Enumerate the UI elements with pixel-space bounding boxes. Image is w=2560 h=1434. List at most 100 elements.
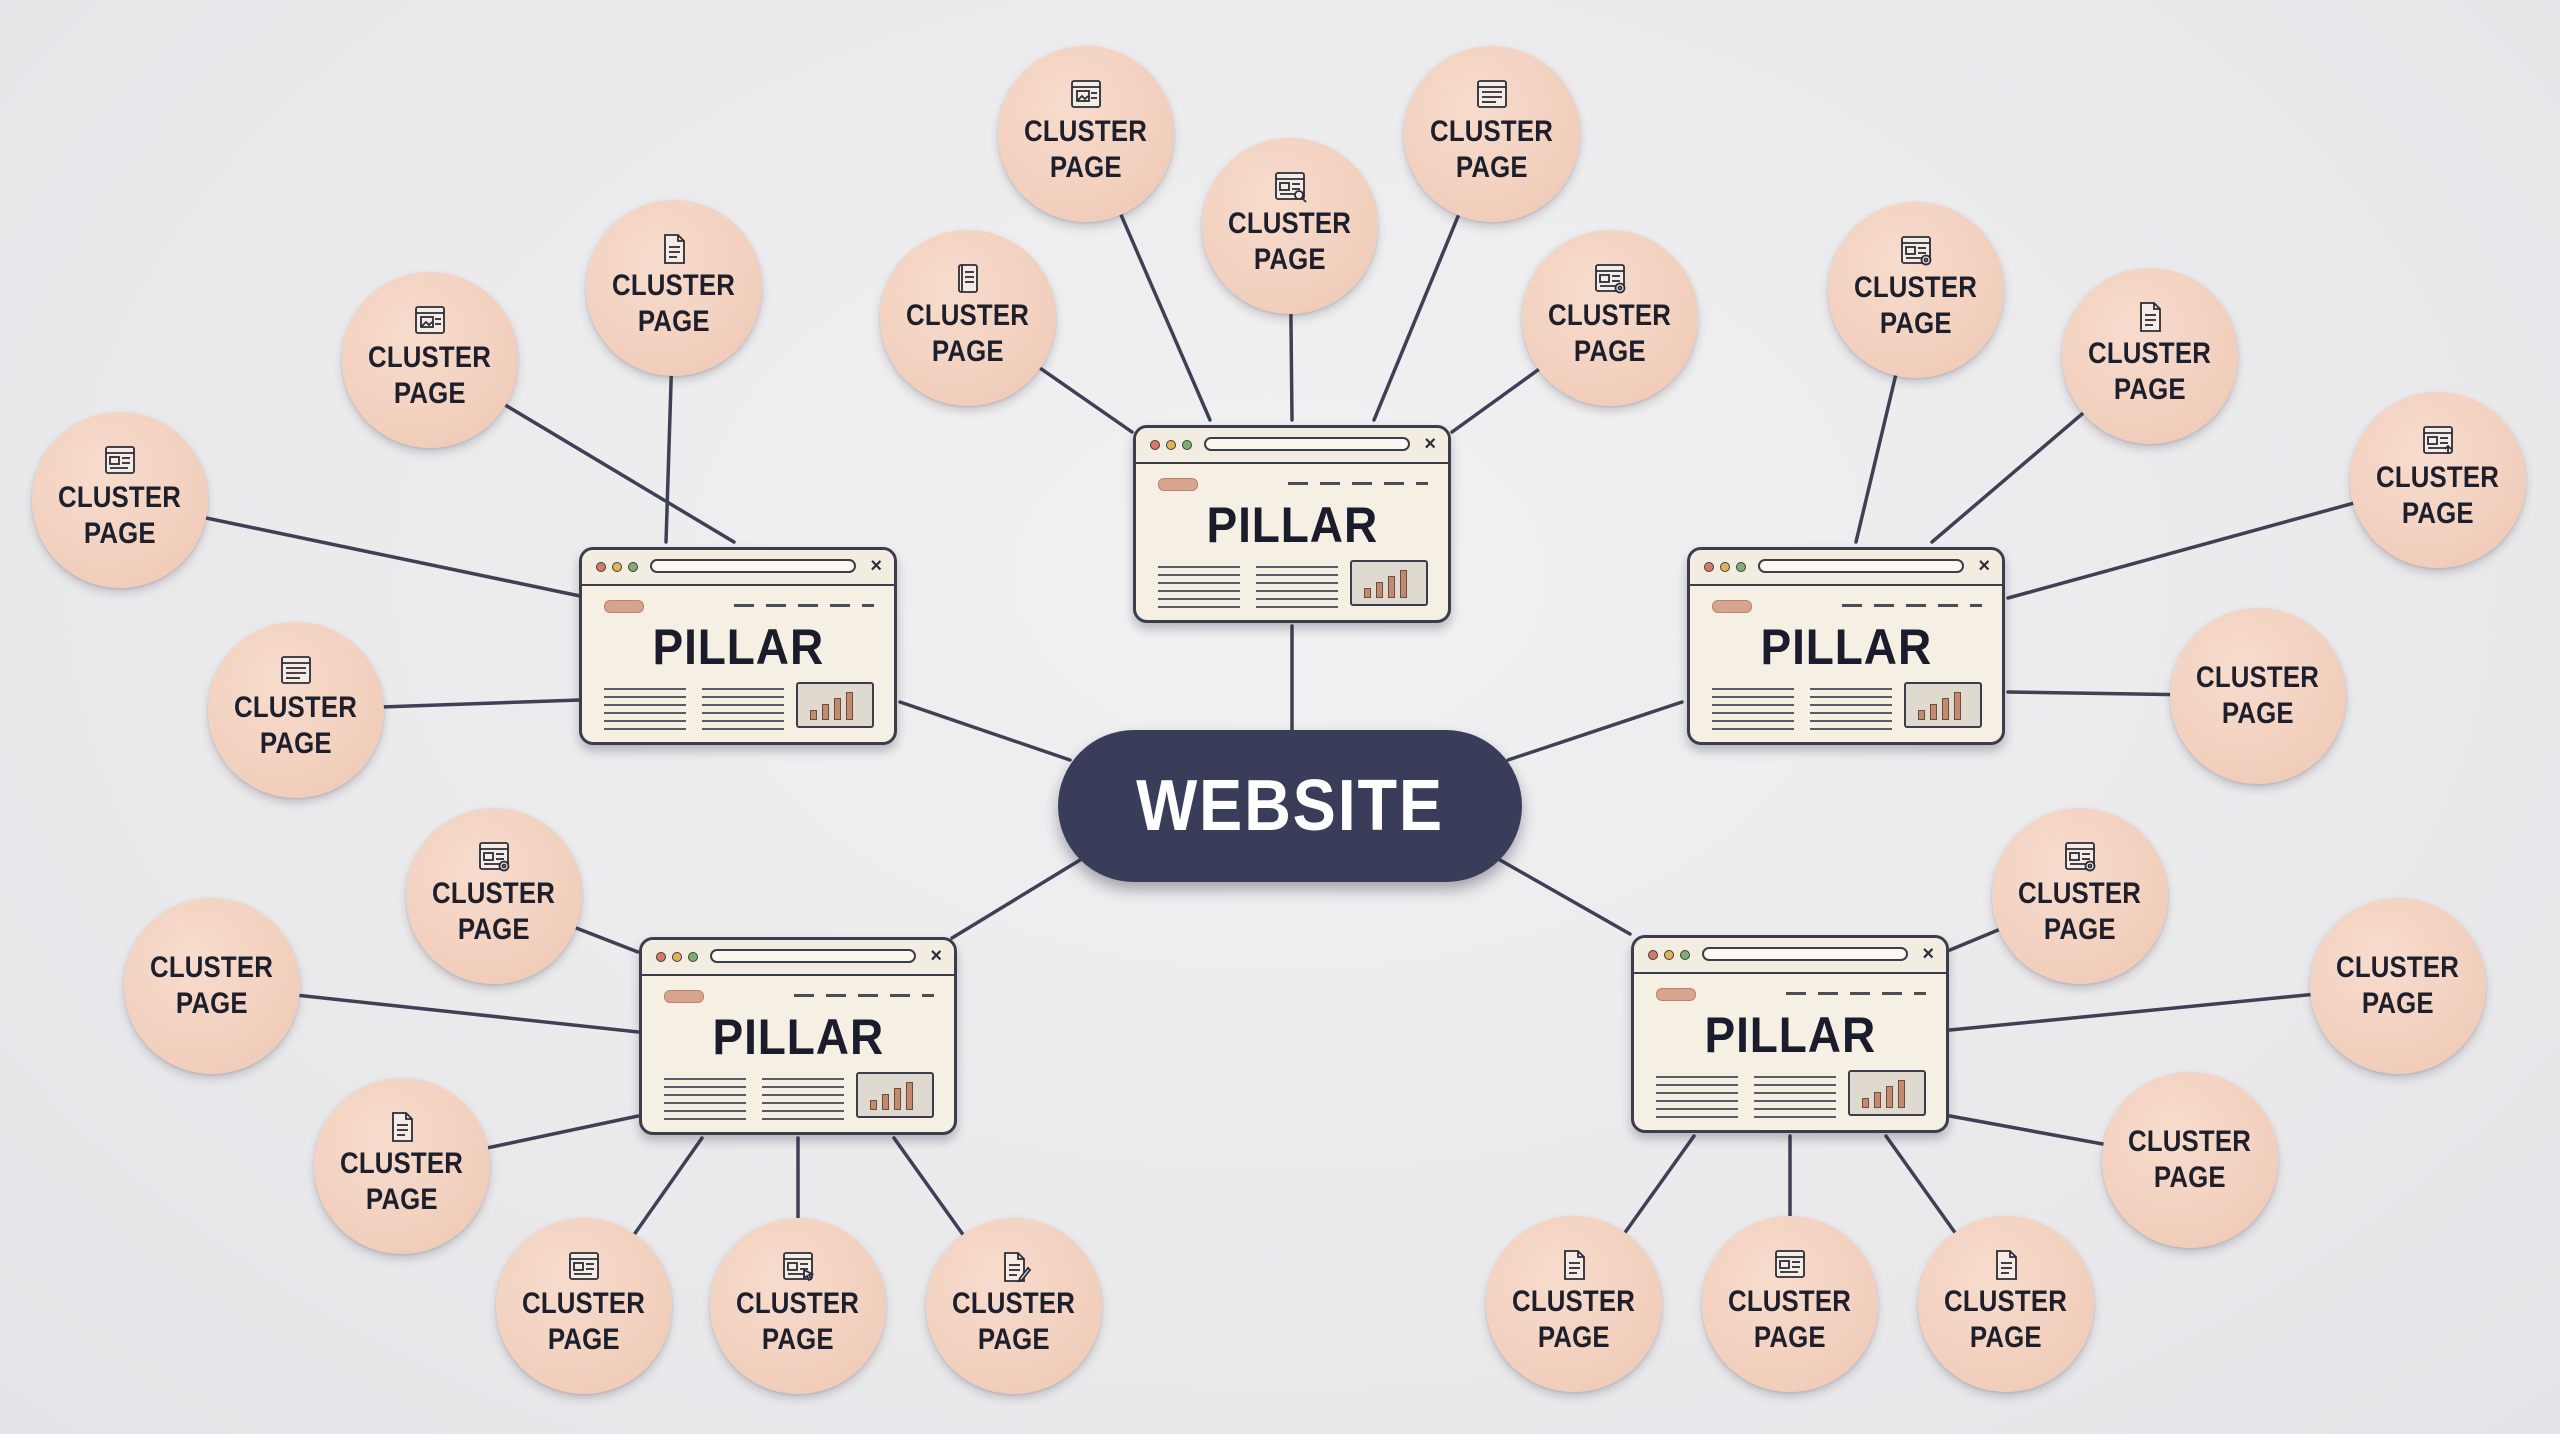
window-close-dot-icon (1150, 440, 1160, 450)
text-lines (1712, 688, 1794, 732)
cluster-label-line2: PAGE (458, 913, 530, 946)
bar-chart-icon (1350, 560, 1428, 606)
search-doc-icon (1272, 170, 1308, 204)
upload-doc-icon (2420, 424, 2456, 458)
cluster-label-line2: PAGE (2154, 1161, 2226, 1194)
text-lines (604, 688, 686, 732)
website-hub: WEBSITE (1058, 730, 1522, 882)
cluster-label-line2: PAGE (1254, 243, 1326, 276)
close-icon: × (1922, 943, 1934, 965)
address-bar (1204, 437, 1410, 451)
cluster-label-line1: CLUSTER (1024, 115, 1148, 148)
cursor-doc-icon (780, 1250, 816, 1284)
text-lines (664, 1078, 746, 1122)
book-icon (950, 262, 986, 296)
cluster-label-line2: PAGE (84, 517, 156, 550)
hub-to-pillar-line (1498, 858, 1632, 936)
window-minimize-dot-icon (1166, 440, 1176, 450)
window-close-dot-icon (596, 562, 606, 572)
pillar-page-right: ×PILLAR (1687, 547, 2005, 745)
gear-doc-icon (2062, 840, 2098, 874)
text-lines (1656, 1076, 1738, 1120)
browser-toolbar: × (1136, 428, 1448, 464)
address-bar (650, 559, 856, 573)
cluster-label-line2: PAGE (394, 377, 466, 410)
cluster-label-line2: PAGE (1880, 307, 1952, 340)
text-lines (1158, 566, 1240, 610)
address-bar (1702, 947, 1908, 961)
window-minimize-dot-icon (1664, 950, 1674, 960)
cluster-label-line2: PAGE (2402, 497, 2474, 530)
window-minimize-dot-icon (1720, 562, 1730, 572)
pen-doc-icon (996, 1250, 1032, 1284)
cluster-label-line2: PAGE (762, 1323, 834, 1356)
nav-links (734, 604, 874, 607)
window-close-dot-icon (1648, 950, 1658, 960)
close-icon: × (1978, 555, 1990, 577)
nav-pill (1712, 600, 1752, 613)
address-bar (710, 949, 916, 963)
text-lines (762, 1078, 844, 1122)
browser-toolbar: × (1634, 938, 1946, 974)
cluster-label-line1: CLUSTER (150, 951, 274, 984)
gear-doc-icon (1898, 234, 1934, 268)
nav-links (1842, 604, 1982, 607)
nav-pill (604, 600, 644, 613)
cluster-label-line1: CLUSTER (1430, 115, 1554, 148)
cluster-label-line2: PAGE (2044, 913, 2116, 946)
pillar-label: PILLAR (712, 1009, 884, 1065)
cluster-label-line1: CLUSTER (906, 299, 1030, 332)
doc-icon (384, 1110, 420, 1144)
text-lines (1754, 1076, 1836, 1120)
pillar-label: PILLAR (1206, 497, 1378, 553)
window-minimize-dot-icon (672, 952, 682, 962)
list-icon (1474, 78, 1510, 112)
cluster-label-line1: CLUSTER (368, 341, 492, 374)
browser-toolbar: × (1690, 550, 2002, 586)
hub-to-pillar-line (1506, 700, 1684, 762)
nav-links (794, 994, 934, 997)
cluster-label-line2: PAGE (1538, 1321, 1610, 1354)
cluster-label-line1: CLUSTER (1854, 271, 1978, 304)
close-icon: × (1424, 433, 1436, 455)
cluster-label-line2: PAGE (932, 335, 1004, 368)
cluster-label-line1: CLUSTER (58, 481, 182, 514)
cluster-label-line1: CLUSTER (612, 269, 736, 302)
cluster-label-line2: PAGE (978, 1323, 1050, 1356)
hub-to-pillar-line (898, 700, 1072, 762)
cluster-label-line1: CLUSTER (2018, 877, 2142, 910)
cluster-label-line2: PAGE (366, 1183, 438, 1216)
window-icon (102, 444, 138, 478)
browser-toolbar: × (582, 550, 894, 586)
cluster-label-line2: PAGE (2222, 697, 2294, 730)
bar-chart-icon (796, 682, 874, 728)
image-doc-icon (1068, 78, 1104, 112)
browser-toolbar: × (642, 940, 954, 976)
bar-chart-icon (856, 1072, 934, 1118)
pillar-page-left: ×PILLAR (579, 547, 897, 745)
cluster-label-line1: CLUSTER (2196, 661, 2320, 694)
text-lines (702, 688, 784, 732)
pillar-page-bottom-left: × PILLAR (639, 937, 957, 1135)
window-icon (566, 1250, 602, 1284)
cluster-label-line2: PAGE (176, 987, 248, 1020)
